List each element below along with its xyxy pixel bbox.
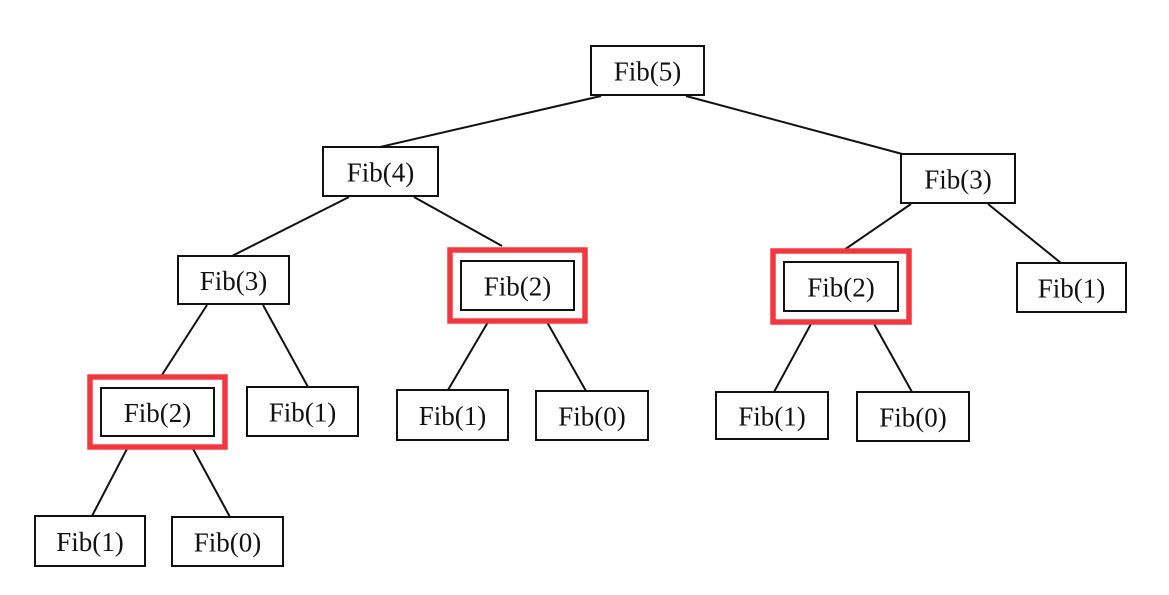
tree-edge (546, 321, 587, 392)
tree-edge (413, 196, 503, 247)
tree-edge (685, 95, 907, 156)
node-label: Fib(1) (419, 401, 487, 431)
highlight-frame (770, 248, 912, 325)
highlight-frame (87, 374, 228, 450)
tree-node: Fib(2) (100, 387, 215, 437)
node-box (396, 389, 509, 441)
node-label: Fib(1) (738, 402, 806, 432)
node-label: Fib(2) (807, 273, 875, 303)
node-label: Fib(1) (269, 398, 337, 428)
node-box (1016, 262, 1127, 313)
node-label: Fib(3) (924, 165, 992, 195)
tree-node: Fib(1) (1016, 262, 1127, 313)
node-label: Fib(5) (614, 57, 682, 87)
node-box (535, 390, 649, 441)
tree-node: Fib(0) (535, 390, 649, 441)
node-box (715, 391, 829, 440)
node-box (100, 387, 215, 437)
tree-node: Fib(5) (590, 45, 705, 96)
tree-node: Fib(0) (856, 391, 970, 442)
node-box (322, 146, 439, 197)
node-label: Fib(0) (879, 403, 947, 433)
tree-edge (91, 446, 129, 517)
tree-node: Fib(2) (460, 260, 575, 311)
node-label: Fib(2) (484, 272, 552, 302)
node-box (177, 255, 290, 305)
node-box (900, 153, 1016, 204)
tree-edge (872, 321, 913, 393)
node-box (171, 516, 284, 567)
tree-node: Fib(1) (246, 386, 359, 437)
node-box (783, 261, 899, 312)
tree-edges (91, 95, 1062, 518)
tree-edge (987, 203, 1062, 264)
tree-node: Fib(0) (171, 516, 284, 567)
tree-node: Fib(1) (34, 515, 146, 567)
tree-node: Fib(2) (783, 261, 899, 312)
node-label: Fib(4) (347, 158, 415, 188)
node-label: Fib(2) (124, 398, 192, 428)
node-label: Fib(0) (558, 402, 626, 432)
node-label: Fib(3) (200, 266, 268, 296)
tree-edge (843, 203, 912, 251)
node-box (246, 386, 359, 437)
tree-edge (447, 321, 489, 391)
node-label: Fib(1) (56, 527, 124, 557)
tree-node: Fib(1) (396, 389, 509, 441)
node-box (590, 45, 705, 96)
tree-edge (262, 304, 309, 388)
node-box (34, 515, 146, 567)
tree-edge (159, 304, 208, 379)
tree-edge (773, 321, 813, 393)
node-label: Fib(0) (194, 528, 262, 558)
tree-node: Fib(4) (322, 146, 439, 197)
tree-node: Fib(3) (900, 153, 1016, 204)
tree-edge (231, 196, 350, 257)
highlight-frame (447, 247, 588, 324)
tree-edge (379, 95, 602, 148)
tree-nodes: Fib(5) Fib(4) Fib(3) Fib(3) Fib(2) Fib(2) Fib(… (34, 45, 1127, 567)
node-box (460, 260, 575, 311)
tree-node: Fib(3) (177, 255, 290, 305)
node-box (856, 391, 970, 442)
tree-node: Fib(1) (715, 391, 829, 440)
node-label: Fib(1) (1038, 274, 1106, 304)
tree-edge (191, 446, 231, 518)
highlight-frames (87, 247, 912, 450)
